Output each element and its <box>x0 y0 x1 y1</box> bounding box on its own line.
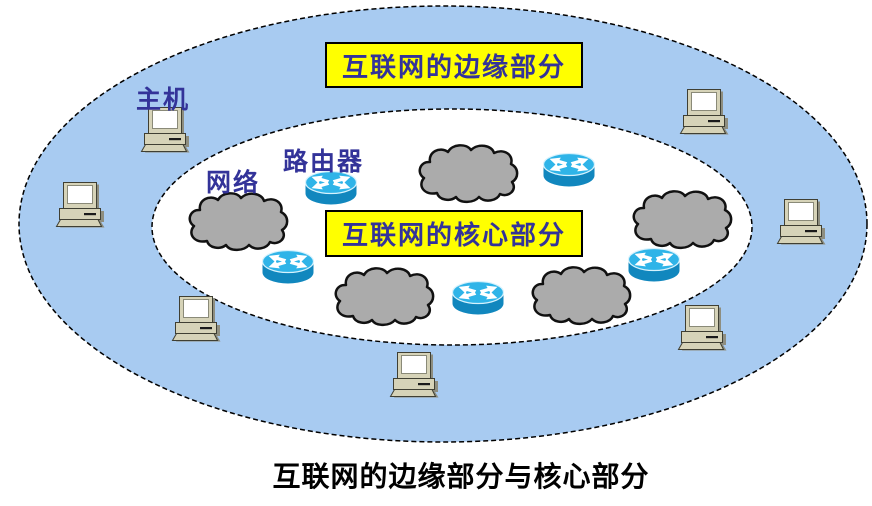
network-cloud-icon <box>531 266 632 326</box>
host-icon <box>56 182 105 228</box>
router-annotation-label: 路由器 <box>283 148 365 176</box>
network-cloud-icon <box>632 190 733 250</box>
host-icon <box>777 199 826 245</box>
router-icon <box>542 152 596 188</box>
router-icon <box>261 249 315 285</box>
core-region-label: 互联网的核心部分 <box>325 210 583 257</box>
router-icon <box>451 280 505 316</box>
host-annotation-label: 主机 <box>136 86 191 114</box>
host-icon <box>390 352 439 398</box>
diagram-caption: 互联网的边缘部分与核心部分 <box>272 461 650 492</box>
host-icon <box>172 296 221 342</box>
host-icon <box>678 305 727 351</box>
network-cloud-icon <box>334 267 435 327</box>
router-icon <box>627 247 681 283</box>
edge-region-label: 互联网的边缘部分 <box>325 42 583 88</box>
network-cloud-icon <box>188 192 289 252</box>
network-cloud-icon <box>418 144 519 204</box>
network-annotation-label: 网络 <box>206 169 261 197</box>
host-icon <box>680 89 729 135</box>
